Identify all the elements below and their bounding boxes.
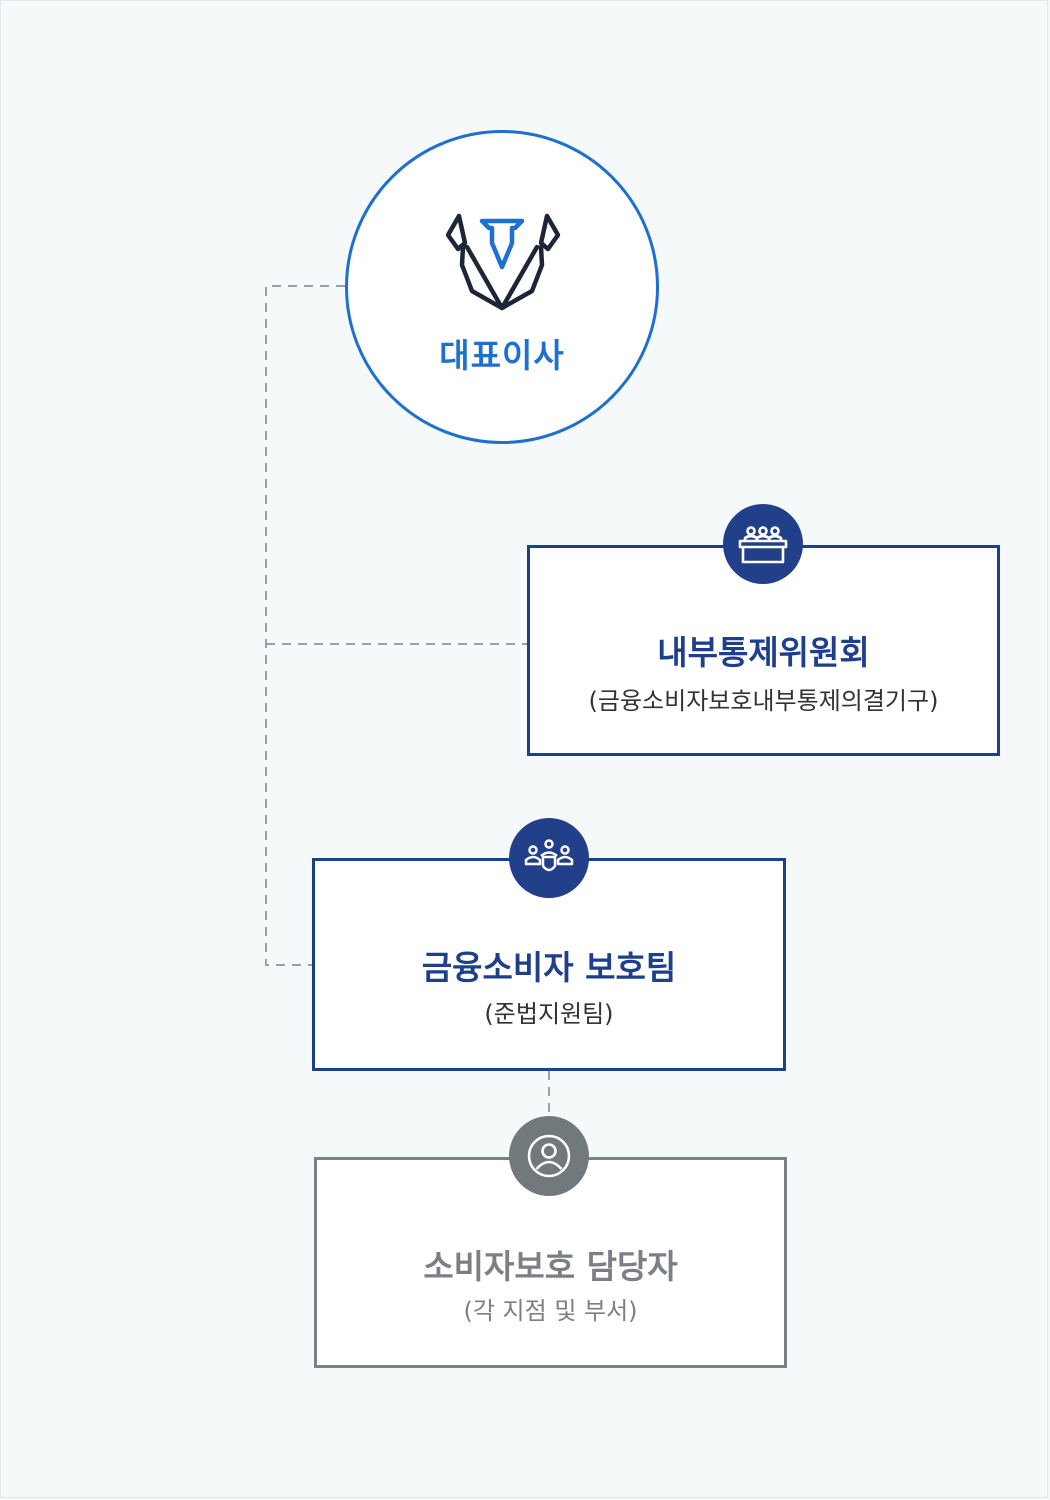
ceo-node: 대표이사 — [345, 130, 659, 444]
officer-title: 소비자보호 담당자 — [423, 1247, 678, 1286]
officer-badge — [509, 1116, 589, 1196]
committee-title: 내부통제위원회 — [657, 633, 870, 672]
protection-team-subtitle: (준법지원팀) — [484, 1000, 614, 1028]
committee-subtitle: (금융소비자보호내부통제의결기구) — [588, 687, 939, 715]
meeting-table-icon — [738, 526, 788, 564]
user-circle-icon — [527, 1134, 571, 1178]
suit-tie-icon — [445, 213, 561, 311]
team-shield-icon — [524, 839, 574, 872]
ceo-label: 대표이사 — [439, 336, 565, 375]
connector-ceo-to-spine — [265, 285, 345, 966]
committee-badge — [723, 504, 803, 584]
protection-team-badge — [509, 818, 589, 898]
protection-team-title: 금융소비자 보호팀 — [421, 948, 677, 987]
officer-subtitle: (각 지점 및 부서) — [463, 1297, 638, 1325]
